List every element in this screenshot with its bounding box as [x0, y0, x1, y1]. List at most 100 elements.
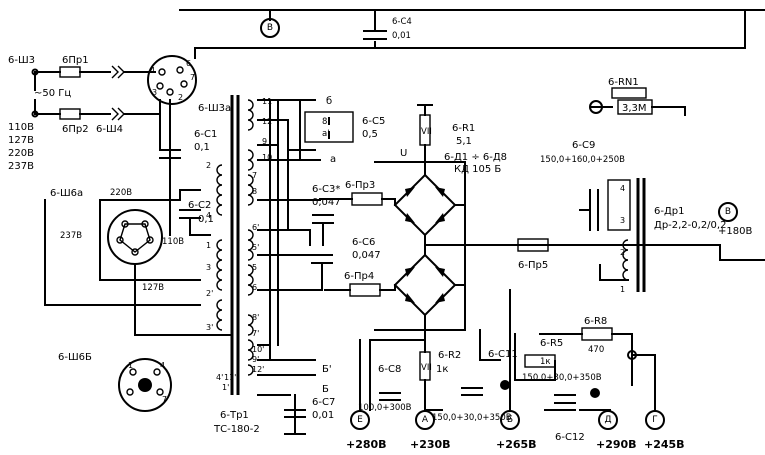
diode-bridges: 6-Д1 ÷ 6-Д8 КД 105 Б U: [374, 148, 721, 331]
svg-text:6: 6: [186, 59, 191, 68]
svg-text:5,1: 5,1: [456, 136, 472, 147]
terminal-b-top: В: [260, 18, 280, 38]
svg-text:+245В: +245В: [644, 438, 685, 451]
svg-text:КД 105 Б: КД 105 Б: [454, 164, 501, 175]
resistor-r1: VII 6-R1 5,1: [417, 104, 475, 163]
fuse-pr3: 6-Пр3: [319, 180, 396, 206]
svg-text:2: 2: [206, 161, 211, 170]
svg-text:150,0+160,0+250В: 150,0+160,0+250В: [540, 155, 625, 165]
svg-text:6': 6': [252, 223, 259, 232]
svg-text:7: 7: [252, 171, 257, 180]
choke-dr1: 2 1 6-Др1 Др-2,2-0,2/0,2: [599, 178, 726, 294]
svg-text:6-Ш6Б: 6-Ш6Б: [58, 352, 92, 363]
capacitor-c11: 6-C11 150,0+30,0+350В: [432, 329, 518, 423]
svg-text:VII: VII: [421, 127, 432, 137]
capacitor-c9: 6-C9 150,0+160,0+250В 4 3: [540, 140, 631, 231]
svg-text:127В: 127В: [142, 283, 164, 293]
svg-text:+265В: +265В: [496, 438, 537, 451]
svg-text:+280В: +280В: [346, 438, 387, 451]
svg-text:8': 8': [252, 313, 259, 322]
svg-text:6-C11: 6-C11: [488, 349, 518, 360]
svg-text:8': 8': [322, 117, 330, 127]
svg-text:7: 7: [190, 73, 195, 82]
svg-text:3: 3: [620, 216, 625, 225]
svg-text:5: 5: [252, 263, 257, 272]
fuse-pr4: 6-Пр4: [324, 271, 396, 297]
svg-text:4': 4': [216, 373, 223, 382]
capacitor-c6: 6-C6 0,047: [311, 237, 381, 291]
output-terminals: Е А Б Д Г +280В +230В +265В +290В +245В: [346, 289, 685, 451]
svg-text:А: А: [422, 415, 429, 425]
svg-text:2': 2': [206, 289, 213, 298]
terminal-b-right: В +180В: [718, 202, 765, 261]
svg-text:6-C6: 6-C6: [352, 237, 375, 248]
svg-text:ТС-180-2: ТС-180-2: [213, 424, 260, 435]
svg-text:6-Пр5: 6-Пр5: [518, 260, 548, 271]
svg-text:220В: 220В: [110, 188, 132, 198]
svg-text:7': 7': [252, 329, 259, 338]
svg-text:6-C7: 6-C7: [312, 397, 335, 408]
svg-text:6-R8: 6-R8: [584, 316, 607, 327]
svg-text:6-R2: 6-R2: [438, 350, 461, 361]
svg-text:6-Пр4: 6-Пр4: [344, 271, 374, 282]
svg-text:6-Ш3а: 6-Ш3а: [198, 103, 231, 114]
svg-text:6-Ш6а: 6-Ш6а: [50, 188, 83, 199]
svg-text:6-C2: 6-C2: [188, 200, 211, 211]
svg-text:6-R1: 6-R1: [452, 123, 475, 134]
svg-text:+230В: +230В: [410, 438, 451, 451]
svg-text:5': 5': [252, 243, 259, 252]
ground-symbols: [284, 394, 576, 435]
svg-text:6-C1: 6-C1: [194, 129, 217, 140]
resistor-r8: 6-R8 470: [539, 316, 637, 386]
transformer-tr1: 11 12 9 10 7 8 6' 5' 5 6 8' 7' 10' 9' 12…: [206, 95, 272, 435]
svg-text:6-Др1: 6-Др1: [654, 206, 685, 217]
svg-text:4: 4: [160, 361, 165, 370]
svg-text:б: б: [326, 96, 332, 107]
connector-sh6b: 6-Ш6Б 1 4 7: [58, 352, 172, 412]
svg-text:3': 3': [206, 323, 213, 332]
svg-text:100,0+300В: 100,0+300В: [358, 403, 412, 413]
svg-text:6-C8: 6-C8: [378, 364, 401, 375]
mains-input: 6-Ш3 6Пр1 6Пр2 6-Ш4 ~50 Гц 110В 127В 220…: [8, 55, 149, 172]
svg-text:237В: 237В: [60, 231, 82, 241]
svg-text:9: 9: [262, 137, 267, 146]
svg-text:6-C9: 6-C9: [572, 140, 595, 151]
svg-text:1: 1: [620, 285, 625, 294]
capacitor-c1: 6-C1 0,1: [159, 129, 217, 171]
svg-text:Др-2,2-0,2/0,2: Др-2,2-0,2/0,2: [654, 220, 726, 231]
svg-text:6-C5: 6-C5: [362, 116, 385, 127]
capacitor-c2: 6-C2 0,1: [179, 200, 214, 236]
svg-text:1': 1': [222, 383, 229, 392]
connector-sh6a: 6-Ш6а 220В 237В 110В 127В: [44, 188, 231, 336]
svg-text:6-Д1 ÷ 6-Д8: 6-Д1 ÷ 6-Д8: [444, 152, 507, 163]
svg-text:~50 Гц: ~50 Гц: [34, 88, 71, 99]
svg-text:3: 3: [152, 88, 157, 97]
svg-text:Д: Д: [604, 415, 611, 425]
svg-text:110В: 110В: [8, 122, 34, 133]
svg-text:1: 1: [206, 241, 211, 250]
svg-text:Б: Б: [507, 415, 513, 425]
svg-text:7: 7: [162, 395, 167, 404]
svg-text:6-C4: 6-C4: [392, 17, 412, 27]
svg-text:2: 2: [178, 93, 183, 102]
svg-text:а': а': [322, 129, 330, 139]
svg-text:8: 8: [252, 187, 257, 196]
svg-text:0,5: 0,5: [362, 129, 378, 140]
svg-text:150,0+30,0+350В: 150,0+30,0+350В: [522, 373, 602, 383]
svg-text:0,01: 0,01: [392, 31, 411, 41]
capacitor-c7: 6-C7 0,01: [284, 397, 335, 421]
svg-text:12: 12: [262, 117, 272, 126]
svg-text:1к: 1к: [436, 364, 448, 375]
capacitor-c8: 6-C8 100,0+300В: [358, 339, 426, 413]
svg-text:11': 11': [224, 373, 236, 382]
svg-text:3,3M: 3,3M: [622, 103, 647, 114]
svg-text:237В: 237В: [8, 161, 34, 172]
fuse-pr5: 6-Пр5: [517, 238, 549, 271]
svg-text:В: В: [267, 23, 273, 33]
capacitor-c5: 8' а' 6-C5 0,5: [304, 111, 385, 143]
svg-text:6Пр1: 6Пр1: [62, 55, 89, 66]
svg-text:2: 2: [620, 248, 625, 257]
svg-text:9': 9': [252, 355, 259, 364]
svg-text:Е: Е: [357, 415, 363, 425]
